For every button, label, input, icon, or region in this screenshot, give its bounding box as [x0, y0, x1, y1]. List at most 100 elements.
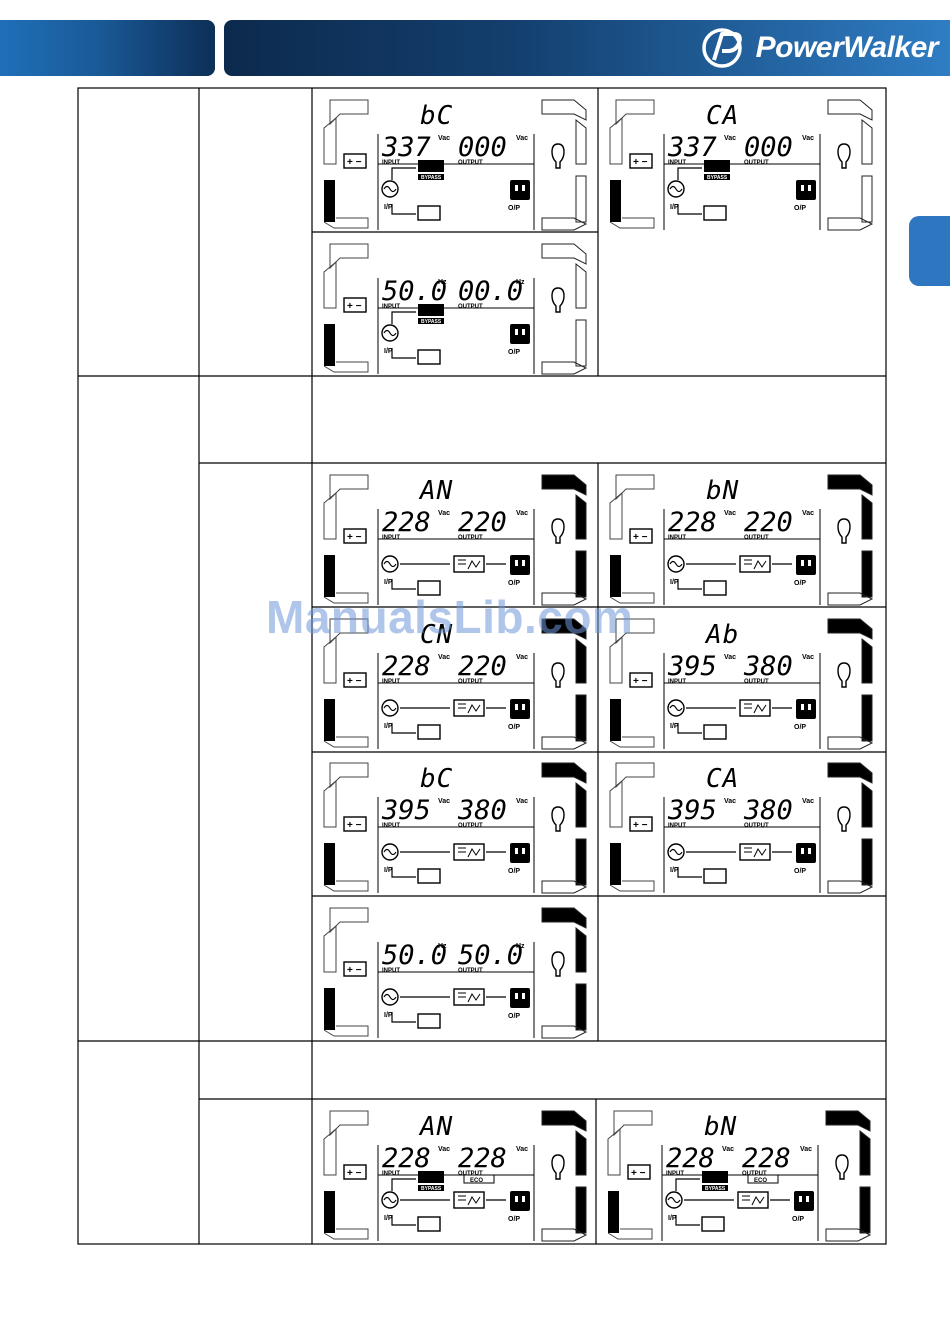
eco-label: ECO — [754, 1178, 767, 1184]
right-mid-segment — [575, 493, 587, 540]
outlet-icon — [510, 699, 530, 719]
output-readout: 380 — [457, 795, 507, 826]
inverter-icon — [453, 988, 485, 1006]
output-readout: 00.0 — [458, 276, 523, 307]
battery-icon-sign: + − — [347, 820, 362, 831]
battery-icon — [629, 528, 653, 544]
outlet-slot — [801, 185, 804, 191]
input-label: INPUT — [668, 535, 686, 541]
right-bottom-segment — [541, 1025, 588, 1039]
output-label: OUTPUT — [744, 535, 769, 541]
bypass-plug-icon — [418, 304, 444, 316]
battery-icon-sign: + − — [633, 820, 648, 831]
inverter-icon — [737, 1191, 769, 1209]
ip-label: I/P — [670, 723, 679, 730]
inverter-symbol — [744, 847, 767, 858]
output-readout: 220 — [458, 507, 507, 538]
mode-code: Ab — [704, 620, 739, 650]
inverter-icon — [739, 555, 771, 573]
output-label: OUTPUT — [744, 823, 769, 829]
load-icon — [837, 143, 851, 169]
battery-icon — [343, 1164, 367, 1180]
outlet-icon — [794, 1191, 814, 1211]
output-label: OUTPUT — [458, 1171, 483, 1177]
battery-icon — [343, 153, 367, 169]
left-bar-segment — [610, 843, 621, 885]
left-top-bracket — [329, 762, 369, 789]
ip-label: I/P — [668, 1215, 677, 1222]
right-bottom-segment — [827, 880, 874, 894]
left-bar-segment — [610, 180, 621, 222]
bypass-plug-icon — [418, 1171, 444, 1183]
ac-wave — [667, 1196, 681, 1204]
output-unit: Vac — [516, 1146, 528, 1153]
battery-icon-sign: + − — [347, 676, 362, 687]
outlet-slot — [515, 560, 518, 566]
bypass-plug-icon — [704, 160, 730, 172]
output-readout: 000 — [744, 132, 793, 163]
bypass-path — [391, 1178, 416, 1191]
right-bottom-segment — [827, 736, 874, 750]
battery-path — [391, 579, 416, 590]
left-bottom-bracket — [323, 217, 369, 229]
op-label: O/P — [792, 1216, 804, 1223]
output-unit: Vac — [516, 654, 528, 661]
right-top-segment — [541, 618, 587, 640]
output-unit: Vac — [802, 135, 814, 142]
battery-icon — [627, 1164, 651, 1180]
readout-frame — [377, 1145, 535, 1241]
ac-input-icon — [381, 699, 399, 717]
ac-wave — [669, 560, 683, 568]
ip-label: I/P — [384, 1012, 393, 1019]
battery-path — [391, 348, 416, 359]
load-icon — [551, 951, 565, 977]
ac-wave — [669, 185, 683, 193]
battery-path — [677, 204, 702, 215]
input-label: INPUT — [668, 679, 686, 685]
battery-icon — [629, 816, 653, 832]
eco-badge — [463, 1174, 495, 1184]
outlet-slot — [515, 329, 518, 335]
outlet-slot — [808, 185, 811, 191]
ac-input-icon — [381, 180, 399, 198]
load-icon — [551, 143, 565, 169]
left-top-bracket — [329, 618, 369, 645]
bypass-label: BYPASS — [705, 1186, 726, 1192]
op-label: O/P — [794, 868, 806, 875]
input-unit: Vac — [438, 798, 450, 805]
load-icon — [551, 1154, 565, 1180]
bypass-label: BYPASS — [421, 1186, 442, 1192]
input-unit: Hz — [438, 943, 447, 950]
mode-code: bC — [420, 101, 453, 131]
brand-logo: PowerWalker — [698, 26, 939, 70]
charger-battery-icon — [417, 349, 441, 365]
ip-label: I/P — [670, 204, 679, 211]
charger-battery-icon — [701, 1216, 725, 1232]
outlet-icon — [510, 555, 530, 575]
ac-input-icon — [667, 555, 685, 573]
left-bar-segment — [324, 1191, 335, 1233]
bypass-badge — [418, 1185, 444, 1191]
outlet-slot — [522, 1196, 525, 1202]
input-readout: 395 — [667, 795, 717, 826]
output-readout: 000 — [458, 132, 507, 163]
header-band-left — [0, 20, 215, 76]
load-icon — [835, 1154, 849, 1180]
bypass-path — [391, 167, 416, 180]
right-bottom-segment — [541, 361, 588, 375]
op-label: O/P — [794, 205, 806, 212]
eco-badge — [747, 1174, 779, 1184]
battery-icon-sign: + − — [633, 676, 648, 687]
charger-battery-icon — [417, 1013, 441, 1029]
input-readout: 228 — [668, 507, 717, 538]
ac-input-icon — [381, 555, 399, 573]
input-unit: Vac — [722, 1146, 734, 1153]
chapter-tab — [909, 216, 950, 286]
ac-input-icon — [381, 324, 399, 342]
right-low-segment — [861, 838, 873, 886]
left-mid-bracket — [323, 491, 337, 540]
load-icon — [837, 806, 851, 832]
brand-name: PowerWalker — [755, 31, 939, 64]
right-mid-segment — [861, 637, 873, 684]
